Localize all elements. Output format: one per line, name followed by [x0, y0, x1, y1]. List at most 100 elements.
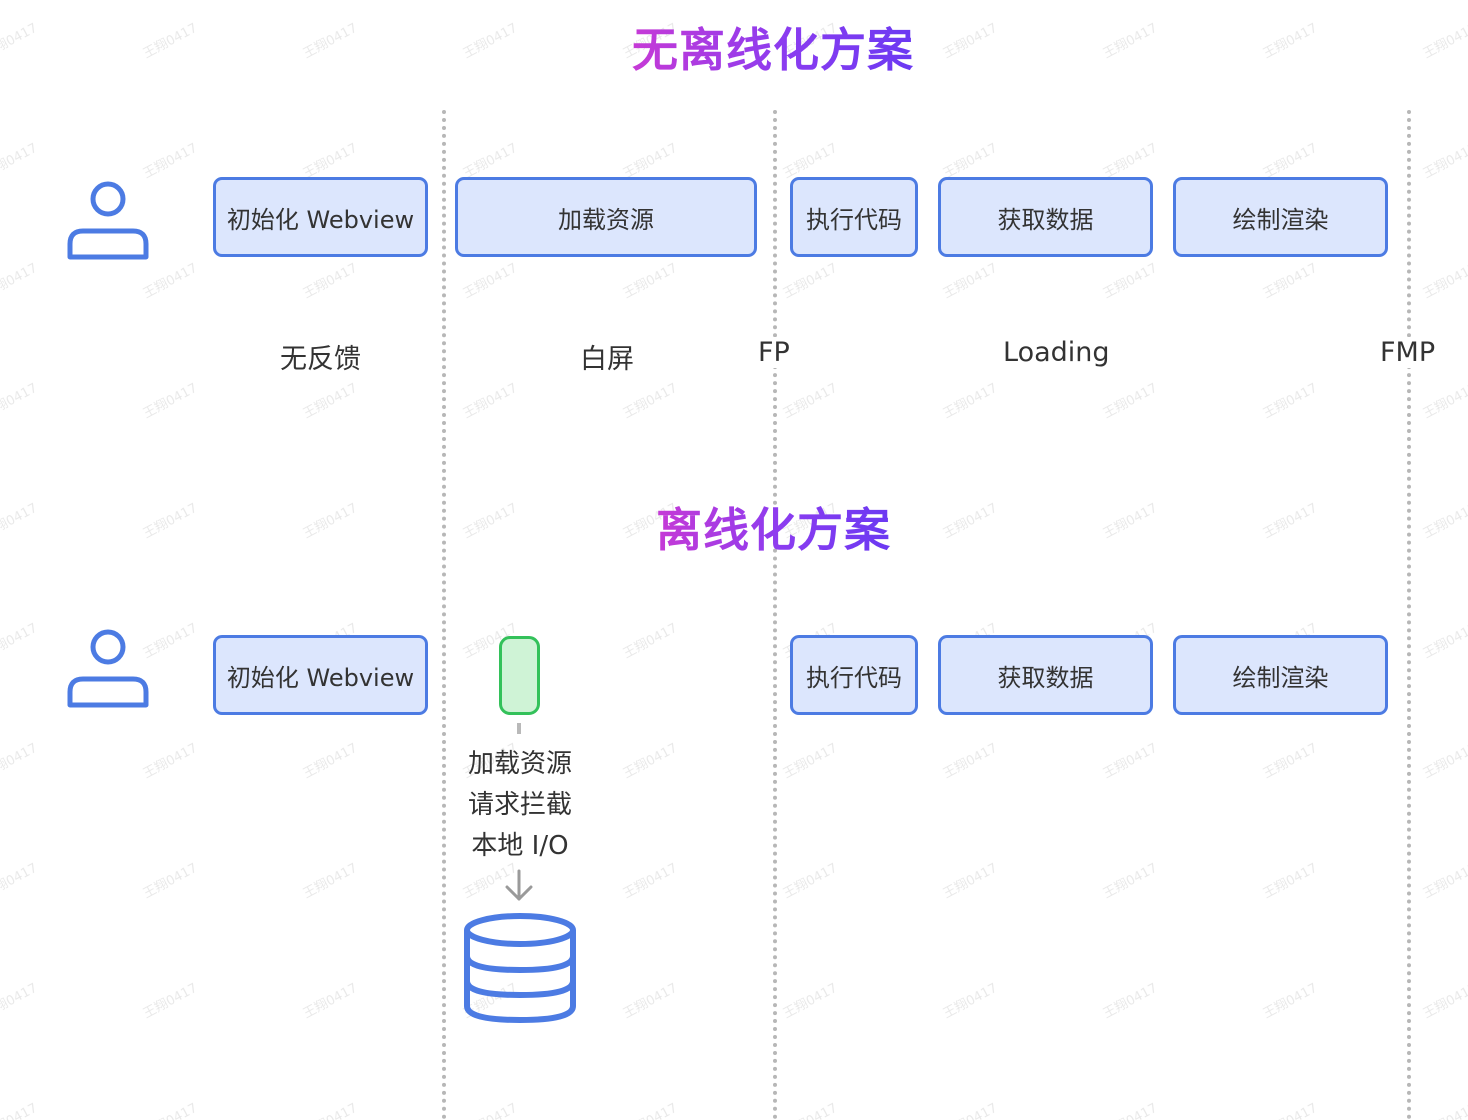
stage-render: 绘制渲染 [1173, 177, 1388, 257]
watermark: 王翔0417 [140, 380, 201, 422]
watermark: 王翔0417 [620, 980, 681, 1022]
watermark: 王翔0417 [0, 500, 41, 542]
watermark: 王翔0417 [300, 500, 361, 542]
watermark: 王翔0417 [0, 140, 41, 182]
watermark: 王翔0417 [939, 1097, 1000, 1120]
milestone-fp: FP [752, 337, 796, 368]
intercept-line: 加载资源 [467, 749, 572, 779]
watermark: 王翔0417 [1260, 860, 1321, 902]
watermark: 王翔0417 [620, 380, 681, 422]
database-icon [464, 913, 576, 1024]
watermark: 王翔0417 [300, 260, 361, 302]
watermark: 王翔0417 [1420, 620, 1468, 662]
watermark: 王翔0417 [0, 20, 41, 62]
watermark: 王翔0417 [1260, 20, 1321, 62]
watermark: 王翔0417 [1260, 260, 1321, 302]
fp-marker-line [773, 110, 777, 1120]
stage-execute-code: 执行代码 [790, 635, 918, 715]
stage-fetch-data: 获取数据 [938, 177, 1153, 257]
stage-render: 绘制渲染 [1173, 635, 1388, 715]
feedback-loading: Loading [1003, 337, 1110, 368]
watermark: 王翔0417 [140, 20, 201, 62]
user-icon [67, 181, 149, 260]
watermark: 王翔0417 [1420, 260, 1468, 302]
watermark: 王翔0417 [1260, 980, 1321, 1022]
stage-load-resources: 加载资源 [455, 177, 757, 257]
watermark: 王翔0417 [780, 380, 841, 422]
watermark: 王翔0417 [1100, 740, 1161, 782]
stage-init-webview: 初始化 Webview [213, 177, 428, 257]
watermark: 王翔0417 [459, 1097, 520, 1120]
watermark: 王翔0417 [620, 260, 681, 302]
watermark: 王翔0417 [0, 740, 41, 782]
watermark: 王翔0417 [140, 740, 201, 782]
watermark: 王翔0417 [300, 980, 361, 1022]
watermark: 王翔0417 [620, 740, 681, 782]
intercept-line: 请求拦截 [467, 790, 572, 820]
watermark: 王翔0417 [780, 260, 841, 302]
watermark: 王翔0417 [1100, 860, 1161, 902]
watermark: 王翔0417 [140, 140, 201, 182]
watermark: 王翔0417 [140, 500, 201, 542]
watermark: 王翔0417 [1420, 860, 1468, 902]
watermark: 王翔0417 [1420, 380, 1468, 422]
watermark: 王翔0417 [1100, 20, 1161, 62]
watermark: 王翔0417 [0, 980, 41, 1022]
watermark: 王翔0417 [940, 140, 1001, 182]
watermark: 王翔0417 [1100, 140, 1161, 182]
watermark: 王翔0417 [1420, 500, 1468, 542]
watermark: 王翔0417 [1260, 740, 1321, 782]
arrow-down-icon [505, 869, 533, 901]
watermark: 王翔0417 [940, 980, 1001, 1022]
watermark: 王翔0417 [140, 980, 201, 1022]
watermark: 王翔0417 [460, 140, 521, 182]
intercept-description: 加载资源 请求拦截 本地 I/O [450, 744, 590, 867]
watermark: 王翔0417 [940, 500, 1001, 542]
watermark: 王翔0417 [300, 740, 361, 782]
divider-line [442, 110, 446, 1120]
watermark: 王翔0417 [460, 260, 521, 302]
watermark: 王翔0417 [780, 740, 841, 782]
connector-tick [517, 723, 521, 734]
watermark: 王翔0417 [1099, 1097, 1160, 1120]
watermark: 王翔0417 [940, 380, 1001, 422]
watermark: 王翔0417 [139, 1097, 200, 1120]
user-icon [67, 629, 149, 708]
watermark: 王翔0417 [1100, 500, 1161, 542]
watermark: 王翔0417 [940, 20, 1001, 62]
watermark: 王翔0417 [0, 620, 41, 662]
watermark: 王翔0417 [0, 380, 41, 422]
watermark: 王翔0417 [1100, 260, 1161, 302]
watermark: 王翔0417 [780, 140, 841, 182]
watermark: 王翔0417 [299, 1097, 360, 1120]
watermark: 王翔0417 [1260, 140, 1321, 182]
watermark: 王翔0417 [1420, 20, 1468, 62]
milestone-fmp: FMP [1374, 337, 1442, 368]
intercept-line: 本地 I/O [471, 831, 569, 861]
watermark: 王翔0417 [300, 140, 361, 182]
watermark: 王翔0417 [1420, 740, 1468, 782]
watermark: 王翔0417 [619, 1097, 680, 1120]
watermark: 王翔0417 [140, 860, 201, 902]
stage-init-webview: 初始化 Webview [213, 635, 428, 715]
watermark: 王翔0417 [620, 860, 681, 902]
watermark: 王翔0417 [1100, 980, 1161, 1022]
watermark: 王翔0417 [300, 380, 361, 422]
watermark: 王翔0417 [460, 380, 521, 422]
watermark: 王翔0417 [0, 260, 41, 302]
offline-load-block [499, 636, 540, 715]
watermark: 王翔0417 [460, 500, 521, 542]
watermark: 王翔0417 [1259, 1097, 1320, 1120]
watermark: 王翔0417 [620, 140, 681, 182]
watermark: 王翔0417 [300, 20, 361, 62]
watermark: 王翔0417 [940, 740, 1001, 782]
feedback-white-screen: 白屏 [580, 344, 634, 375]
title-with-offline: 离线化方案 [656, 494, 891, 560]
fmp-marker-line [1407, 110, 1411, 1120]
watermark: 王翔0417 [0, 1097, 40, 1120]
stage-execute-code: 执行代码 [790, 177, 918, 257]
feedback-no-response: 无反馈 [280, 344, 361, 375]
title-without-offline: 无离线化方案 [632, 14, 914, 80]
watermark: 王翔0417 [780, 860, 841, 902]
